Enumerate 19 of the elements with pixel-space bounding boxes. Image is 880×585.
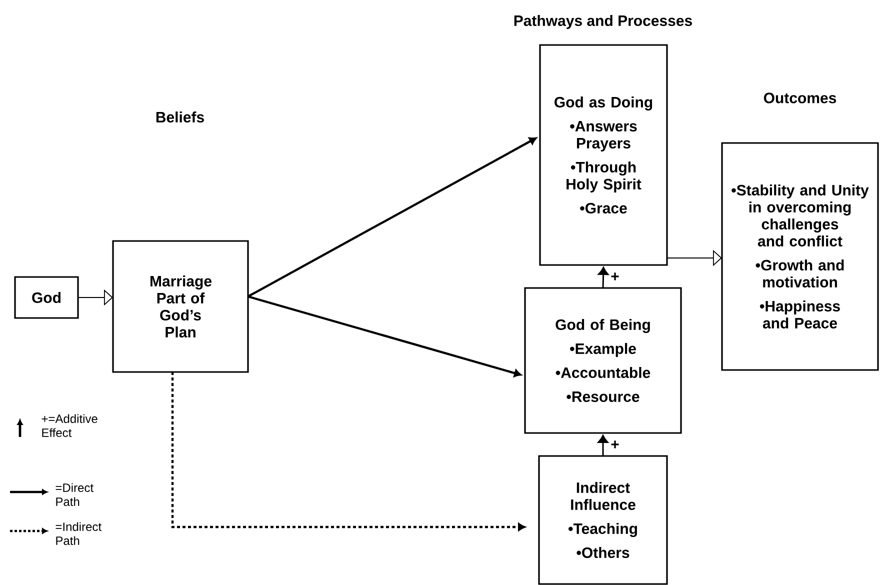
text-box: God as Doing •Answers Prayers •Through Holy Spirit •Grace [539,44,668,266]
column-heading: Pathways and Processes [514,15,692,29]
edge-label: + [610,440,620,450]
column-heading: Beliefs [156,112,204,122]
edge-label: + [610,272,620,282]
arrow [247,137,537,298]
legend-text: +=Additive Effect [42,414,98,437]
text-box: God of Being •Example •Accountable •Resource [524,287,682,434]
legend-text: =Direct Path [56,483,94,506]
legend-text: =Indirect Path [56,522,102,545]
text-box: Marriage Part of God’s Plan [112,240,249,373]
text-box: •Stability and Unity in overcoming challenges and conflict •Growth and motivation •Happiness and Peace [721,142,879,371]
text-box: God [14,276,79,319]
arrow [248,295,522,378]
column-heading: Outcomes [764,92,836,104]
text-box: Indirect Influence •Teaching •Others [538,455,668,585]
arrow [171,372,526,531]
arrow [598,434,608,456]
arrow [598,266,609,288]
